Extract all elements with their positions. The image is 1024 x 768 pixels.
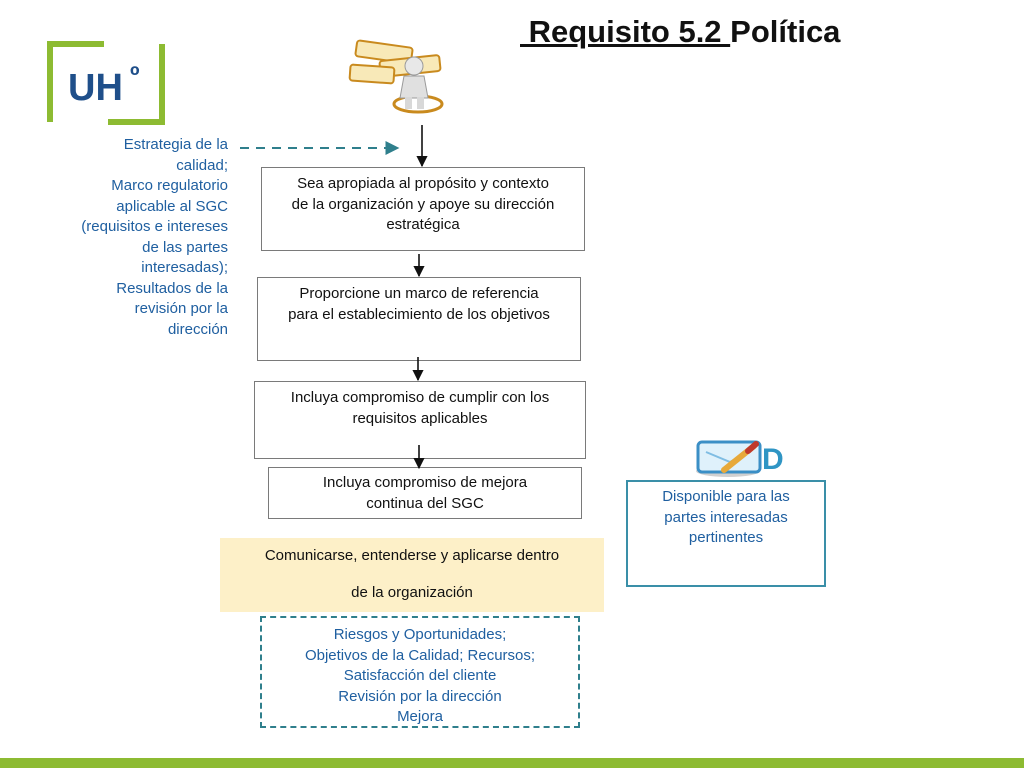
inputs-line: Marco regulatorio <box>111 177 228 194</box>
title-underlined: Requisito 5.2 <box>520 14 731 49</box>
flow-box-framework: Proporcione un marco de referencia para … <box>257 277 581 361</box>
flow-box-line: Incluya compromiso de cumplir con los <box>290 389 550 406</box>
related-line: Riesgos y Oportunidades; <box>333 626 507 643</box>
flow-box-line: continua del SGC <box>366 494 484 512</box>
inputs-line: interesadas); <box>141 259 228 276</box>
flow-box-line: de la organización y apoye su dirección <box>291 195 555 213</box>
flow-box-line: Sea apropiada al propósito y contexto <box>297 175 549 192</box>
flow-box-line: requisitos aplicables <box>352 409 488 427</box>
flow-box-improvement: Incluya compromiso de mejora continua de… <box>268 467 582 519</box>
inputs-line: (requisitos e intereses <box>81 218 228 235</box>
inputs-line: aplicable al SGC <box>116 197 228 215</box>
flow-box-line: para el establecimiento de los objetivos <box>288 305 550 323</box>
flow-box-compliance: Incluya compromiso de cumplir con los re… <box>254 381 586 459</box>
document-pencil-icon <box>696 440 762 477</box>
logo-text: UH <box>68 67 123 109</box>
available-line: partes interesadas <box>664 508 788 526</box>
inputs-line: dirección <box>167 320 228 338</box>
related-line: Revisión por la dirección <box>338 687 502 705</box>
page-title: Requisito 5.2 Política <box>520 8 940 56</box>
inputs-line: Estrategia de la <box>123 136 228 153</box>
available-box: Disponible para las partes interesadas p… <box>626 480 826 587</box>
person-with-signs-icon <box>348 39 444 114</box>
communicate-box: Comunicarse, entenderse y aplicarse dent… <box>220 538 604 612</box>
related-line: Objetivos de la Calidad; Recursos; <box>304 646 536 664</box>
flow-box-line: Proporcione un marco de referencia <box>299 285 539 302</box>
flow-box-line: Incluya compromiso de mejora <box>322 474 528 491</box>
communicate-line-2: de la organización <box>351 584 473 601</box>
uh-logo: UH º <box>46 40 166 126</box>
documented-letter: D <box>762 443 784 476</box>
available-line: pertinentes <box>688 529 764 546</box>
related-processes-box: Riesgos y Oportunidades; Objetivos de la… <box>260 616 580 728</box>
footer-bar <box>0 758 1024 768</box>
inputs-line: de las partes <box>142 238 228 256</box>
title-rest: Política <box>730 14 841 49</box>
available-line: Disponible para las <box>662 488 790 505</box>
communicate-line-1: Comunicarse, entenderse y aplicarse dent… <box>264 547 560 564</box>
flow-box-line: estratégica <box>386 216 460 233</box>
related-line: Satisfacción del cliente <box>343 667 497 684</box>
logo-superscript: º <box>130 60 140 90</box>
inputs-line: revisión por la <box>134 300 228 317</box>
flow-box-appropriate: Sea apropiada al propósito y contexto de… <box>261 167 585 251</box>
inputs-line: Resultados de la <box>116 279 228 297</box>
related-line: Mejora <box>397 708 443 725</box>
inputs-text: Estrategia de la calidad; Marco regulato… <box>40 135 228 340</box>
inputs-line: calidad; <box>176 156 228 174</box>
